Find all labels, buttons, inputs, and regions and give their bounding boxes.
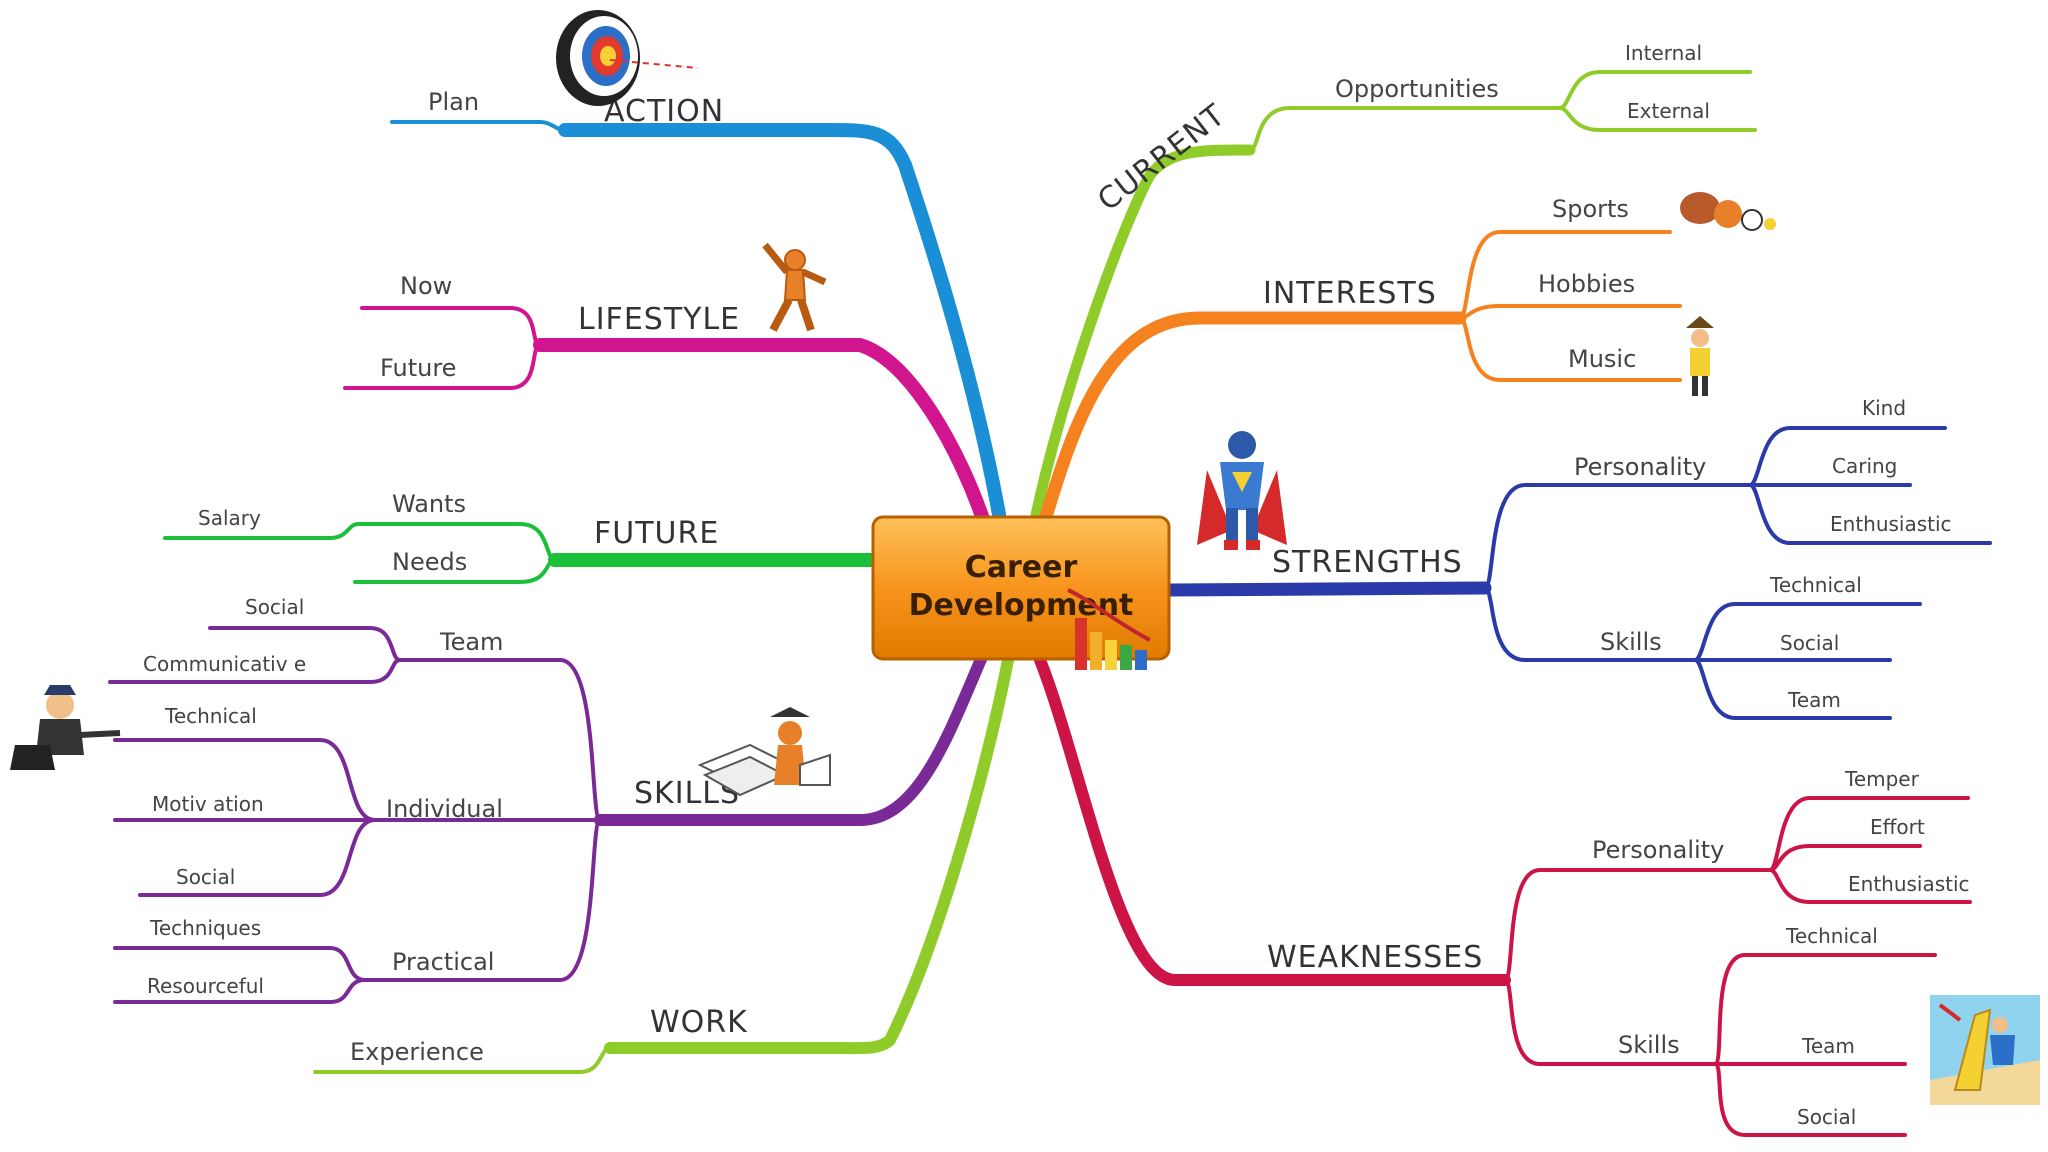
node-sports[interactable]: Sports — [1552, 195, 1629, 223]
node-opportunities[interactable]: Opportunities — [1335, 75, 1499, 103]
graduate-reading-icon — [697, 707, 831, 797]
node-weaknesses-enthusiastic[interactable]: Enthusiastic — [1848, 872, 1970, 896]
node-external[interactable]: External — [1627, 99, 1710, 123]
node-skills-individual[interactable]: Individual — [386, 795, 503, 823]
node-strengths-personality[interactable]: Personality — [1574, 453, 1706, 481]
superhero-icon — [1197, 431, 1287, 550]
central-node[interactable]: Career Development — [871, 515, 1171, 670]
branch-lifestyle-label[interactable]: LIFESTYLE — [578, 302, 740, 337]
node-skills-individual-social[interactable]: Social — [176, 865, 235, 889]
node-internal[interactable]: Internal — [1625, 41, 1702, 65]
node-needs[interactable]: Needs — [392, 548, 467, 576]
branch-weaknesses-lines — [1034, 654, 1972, 1137]
node-weaknesses-technical[interactable]: Technical — [1785, 924, 1878, 948]
node-weaknesses-skills[interactable]: Skills — [1618, 1031, 1680, 1059]
node-strengths-social[interactable]: Social — [1780, 631, 1839, 655]
sports-balls-icon — [1680, 192, 1776, 231]
branch-work-lines — [313, 644, 1016, 1074]
node-strengths-skills[interactable]: Skills — [1600, 628, 1662, 656]
branch-current-label[interactable]: CURRENT — [1091, 98, 1232, 219]
branch-weaknesses-label[interactable]: WEAKNESSES — [1267, 940, 1483, 975]
node-skills-practical-resourceful[interactable]: Resourceful — [147, 974, 264, 998]
branch-action-lines — [390, 120, 1007, 527]
branch-current-lines — [1029, 70, 1757, 526]
node-wants[interactable]: Wants — [392, 490, 466, 518]
bar-chart-icon — [1067, 588, 1151, 670]
node-weaknesses-personality[interactable]: Personality — [1592, 836, 1724, 864]
node-strengths-enthusiastic[interactable]: Enthusiastic — [1830, 512, 1952, 536]
node-weaknesses-social[interactable]: Social — [1797, 1105, 1856, 1129]
node-weaknesses-team[interactable]: Team — [1801, 1034, 1855, 1058]
beach-fun-icon — [1930, 995, 2040, 1105]
branch-future-lines — [163, 522, 882, 584]
branch-interests-lines — [1038, 230, 1682, 527]
person-with-laptop-icon — [10, 685, 121, 770]
central-title-line1: Career — [965, 550, 1078, 585]
node-skills-team[interactable]: Team — [439, 628, 503, 656]
node-plan[interactable]: Plan — [428, 88, 479, 116]
branch-action-label[interactable]: ACTION — [604, 94, 724, 129]
node-skills-individual-technical[interactable]: Technical — [164, 704, 257, 728]
branch-skills-lines — [108, 626, 991, 1004]
branch-interests-label[interactable]: INTERESTS — [1263, 276, 1437, 311]
node-strengths-caring[interactable]: Caring — [1832, 454, 1897, 478]
dancing-figure-icon — [762, 242, 827, 332]
node-skills-individual-motivation[interactable]: Motiv ation — [152, 792, 264, 816]
musician-icon — [1686, 316, 1714, 396]
central-title-line2: Development — [909, 588, 1134, 623]
node-now[interactable]: Now — [400, 272, 452, 300]
node-strengths-kind[interactable]: Kind — [1862, 396, 1906, 420]
node-hobbies[interactable]: Hobbies — [1538, 270, 1635, 298]
node-skills-team-communicative[interactable]: Communicativ e — [143, 652, 306, 676]
node-experience[interactable]: Experience — [350, 1038, 484, 1066]
node-strengths-team[interactable]: Team — [1787, 688, 1841, 712]
node-skills-practical-techniques[interactable]: Techniques — [149, 916, 261, 940]
node-lifestyle-future[interactable]: Future — [380, 354, 456, 382]
node-skills-team-social[interactable]: Social — [245, 595, 304, 619]
node-salary[interactable]: Salary — [198, 506, 261, 530]
branch-lifestyle-lines — [343, 306, 992, 532]
node-weaknesses-effort[interactable]: Effort — [1870, 815, 1925, 839]
node-music[interactable]: Music — [1568, 345, 1636, 373]
branch-strengths-lines — [1163, 426, 1992, 720]
node-strengths-technical[interactable]: Technical — [1769, 573, 1862, 597]
target-icon — [556, 10, 699, 106]
branch-future-label[interactable]: FUTURE — [594, 516, 719, 551]
branch-strengths-label[interactable]: STRENGTHS — [1272, 545, 1463, 580]
node-weaknesses-temper[interactable]: Temper — [1844, 767, 1920, 791]
node-skills-practical[interactable]: Practical — [392, 948, 494, 976]
branch-work-label[interactable]: WORK — [650, 1005, 748, 1040]
